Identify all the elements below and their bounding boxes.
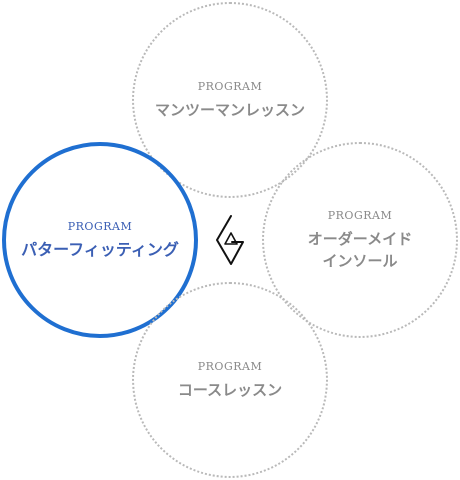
program-title: パターフィッティング (21, 239, 179, 261)
program-circle-custom-insole[interactable]: PROGRAM オーダーメイド インソール (262, 142, 458, 338)
program-title-line: オーダーメイド (307, 229, 413, 248)
program-eyebrow: PROGRAM (197, 359, 263, 373)
program-title: マンツーマンレッスン (155, 99, 305, 121)
program-circle-putter-fitting[interactable]: PROGRAM パターフィッティング (2, 142, 198, 338)
program-title-line: マンツーマンレッスン (154, 100, 305, 119)
program-title-line: コースレッスン (177, 380, 283, 399)
program-circle-one-on-one-lesson[interactable]: PROGRAM マンツーマンレッスン (132, 2, 328, 198)
program-title: コースレッスン (178, 379, 282, 401)
brand-logo-icon (216, 215, 244, 265)
program-eyebrow: PROGRAM (327, 208, 393, 222)
program-circle-course-lesson[interactable]: PROGRAM コースレッスン (132, 282, 328, 478)
program-eyebrow: PROGRAM (197, 79, 263, 93)
program-title: オーダーメイド インソール (308, 228, 412, 272)
program-title-line: インソール (322, 251, 398, 270)
program-title-line: パターフィッティング (21, 239, 179, 259)
program-eyebrow: PROGRAM (67, 219, 133, 233)
